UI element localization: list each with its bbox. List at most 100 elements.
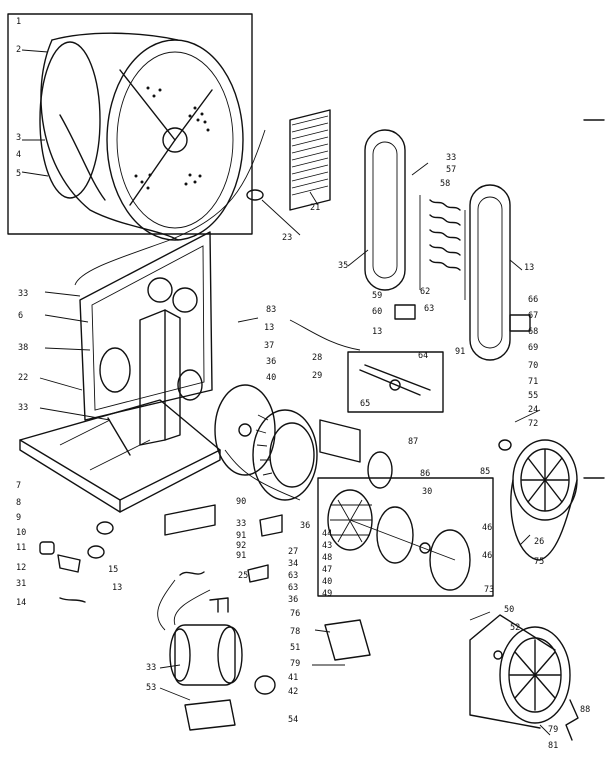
motor-pulley — [469, 614, 579, 741]
callout: 90 — [236, 497, 246, 507]
callout: 64 — [418, 351, 428, 361]
callout: 37 — [264, 341, 274, 351]
callout: 72 — [528, 419, 538, 429]
callout: 79 — [548, 725, 558, 735]
callout: 21 — [310, 203, 320, 213]
callout: 6 — [18, 311, 23, 321]
callout: 91 — [236, 551, 246, 561]
callout: 33 — [18, 289, 28, 299]
blower-assembly — [214, 384, 393, 501]
callout: 87 — [408, 437, 418, 447]
wiring — [74, 129, 361, 631]
callout: 40 — [322, 577, 332, 587]
callout: 31 — [16, 579, 26, 589]
callout: 67 — [528, 311, 538, 321]
callout: 50 — [504, 605, 514, 615]
callout: 62 — [420, 287, 430, 297]
callout: 30 — [422, 487, 432, 497]
callout: 4 — [16, 150, 21, 160]
callout: 55 — [528, 391, 538, 401]
callout: 63 — [288, 583, 298, 593]
callout: 13 — [372, 327, 382, 337]
callout: 46 — [482, 551, 492, 561]
callout: 28 — [312, 353, 322, 363]
callout: 7 — [16, 481, 21, 491]
callout: 79 — [290, 659, 300, 669]
callout: 91 — [236, 531, 246, 541]
callout: 5 — [16, 169, 21, 179]
callout: 57 — [446, 165, 456, 175]
callout: 83 — [266, 305, 276, 315]
callout: 35 — [338, 261, 348, 271]
callout: 10 — [16, 528, 26, 538]
callout: 12 — [16, 563, 26, 573]
callout: 65 — [360, 399, 370, 409]
callout: 40 — [266, 373, 276, 383]
callout: 58 — [440, 179, 450, 189]
callout: 86 — [420, 469, 430, 479]
callout: 14 — [16, 598, 26, 608]
callout: 81 — [548, 741, 558, 751]
fan-subassembly — [317, 477, 494, 597]
callout: 36 — [266, 357, 276, 367]
lint-screen — [246, 109, 331, 211]
callout: 33 — [236, 519, 246, 529]
callout: 34 — [288, 559, 298, 569]
callout: 71 — [528, 377, 538, 387]
callout: 88 — [580, 705, 590, 715]
callout: 26 — [534, 537, 544, 547]
callout: 38 — [18, 343, 28, 353]
callout: 25 — [238, 571, 248, 581]
idler-subassembly — [347, 351, 444, 413]
callout: 13 — [264, 323, 274, 333]
drive-motor — [169, 624, 276, 731]
base-platform — [19, 399, 221, 513]
callout: 33 — [146, 663, 156, 673]
callout: 33 — [446, 153, 456, 163]
leader-lines — [39, 162, 551, 736]
callout: 92 — [236, 541, 246, 551]
callout: 52 — [510, 623, 520, 633]
callout: 60 — [372, 307, 382, 317]
callout: 13 — [112, 583, 122, 593]
callout: 33 — [18, 403, 28, 413]
callout: 69 — [528, 343, 538, 353]
callout: 85 — [480, 467, 490, 477]
callout: 24 — [528, 405, 538, 415]
callout: 68 — [528, 327, 538, 337]
callout: 36 — [288, 595, 298, 605]
callout: 46 — [482, 523, 492, 533]
callout: 42 — [288, 687, 298, 697]
callout: 53 — [146, 683, 156, 693]
callout: 70 — [528, 361, 538, 371]
callout: 73 — [484, 585, 494, 595]
callout: 29 — [312, 371, 322, 381]
drum-pulley — [498, 439, 578, 561]
callout: 27 — [288, 547, 298, 557]
bulkhead-panel — [79, 231, 213, 446]
callout-labels: 2 3 4 5 1 21 23 33 57 58 35 13 59 62 63 … — [16, 17, 590, 751]
callout: 22 — [18, 373, 28, 383]
callout: 63 — [288, 571, 298, 581]
callout: 43 — [322, 541, 332, 551]
switch-components — [39, 504, 371, 661]
callout: 49 — [322, 589, 332, 599]
callout: 48 — [322, 553, 332, 563]
callout: 75 — [534, 557, 544, 567]
callout: 51 — [290, 643, 300, 653]
callout: 76 — [290, 609, 300, 619]
callout: 13 — [524, 263, 534, 273]
callout: 2 — [16, 45, 21, 55]
callout: 9 — [16, 513, 21, 523]
callout: 36 — [300, 521, 310, 531]
callout: 8 — [16, 498, 21, 508]
heater-assembly — [364, 129, 531, 361]
callout: 47 — [322, 565, 332, 575]
callout: 54 — [288, 715, 298, 725]
callout: 78 — [290, 627, 300, 637]
callout: 41 — [288, 673, 298, 683]
callout: 15 — [108, 565, 118, 575]
callout: 3 — [16, 133, 21, 143]
callout: 63 — [424, 304, 434, 314]
